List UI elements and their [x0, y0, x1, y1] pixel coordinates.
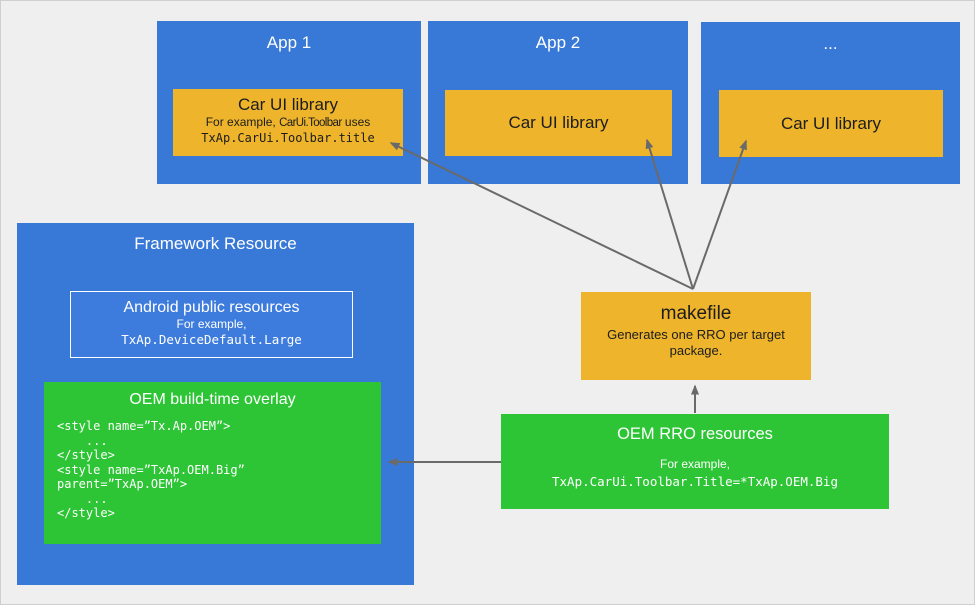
- app1-car-ui-library-example-line2: TxAp.CarUi.Toolbar.title: [201, 131, 375, 145]
- example-suffix: uses: [341, 115, 371, 129]
- makefile-subtitle: Generates one RRO per target package.: [607, 327, 785, 358]
- oem-rro-resources-box: OEM RRO resources For example, TxAp.CarU…: [501, 414, 889, 509]
- framework-resource-title: Framework Resource: [134, 234, 297, 253]
- app3-car-ui-library-box: Car UI library: [719, 90, 943, 157]
- makefile-title: makefile: [660, 303, 732, 324]
- framework-resource-box: Framework Resource Android public resour…: [17, 223, 414, 585]
- example-prefix: For example,: [205, 115, 280, 129]
- app2-box: App 2 Car UI library: [428, 21, 688, 184]
- oem-rro-resources-title: OEM RRO resources: [617, 425, 773, 443]
- oem-build-time-overlay-code: <style name=”Tx.Ap.OEM”> ... </style> <s…: [57, 419, 245, 520]
- android-public-resources-title: Android public resources: [123, 299, 300, 316]
- app1-box: App 1 Car UI library For example, CarUi.…: [157, 21, 421, 184]
- oem-rro-resources-subtitle: For example,: [659, 457, 731, 471]
- android-public-resources-code: TxAp.DeviceDefault.Large: [121, 332, 302, 347]
- app1-title: App 1: [266, 33, 312, 52]
- makefile-box: makefile Generates one RRO per target pa…: [581, 292, 811, 380]
- android-public-resources-box: Android public resources For example, Tx…: [70, 291, 353, 358]
- app1-car-ui-library-example-line1: For example, CarUi.Toolbar uses: [173, 115, 403, 131]
- app3-box: ... Car UI library: [701, 22, 960, 184]
- app1-car-ui-library-title: Car UI library: [237, 95, 339, 114]
- app2-car-ui-library-box: Car UI library: [445, 90, 672, 156]
- example-code: CarUi.Toolbar: [279, 117, 342, 129]
- app2-title: App 2: [535, 33, 581, 52]
- oem-build-time-overlay-title: OEM build-time overlay: [129, 391, 296, 408]
- app1-car-ui-library-box: Car UI library For example, CarUi.Toolba…: [173, 89, 403, 156]
- oem-build-time-overlay-box: OEM build-time overlay <style name=”Tx.A…: [44, 382, 381, 544]
- app3-title: ...: [823, 34, 838, 53]
- oem-rro-resources-code: TxAp.CarUi.Toolbar.Title=*TxAp.OEM.Big: [552, 474, 838, 489]
- android-public-resources-subtitle: For example,: [176, 317, 247, 331]
- app3-car-ui-library-title: Car UI library: [780, 113, 882, 133]
- app2-car-ui-library-title: Car UI library: [508, 113, 609, 132]
